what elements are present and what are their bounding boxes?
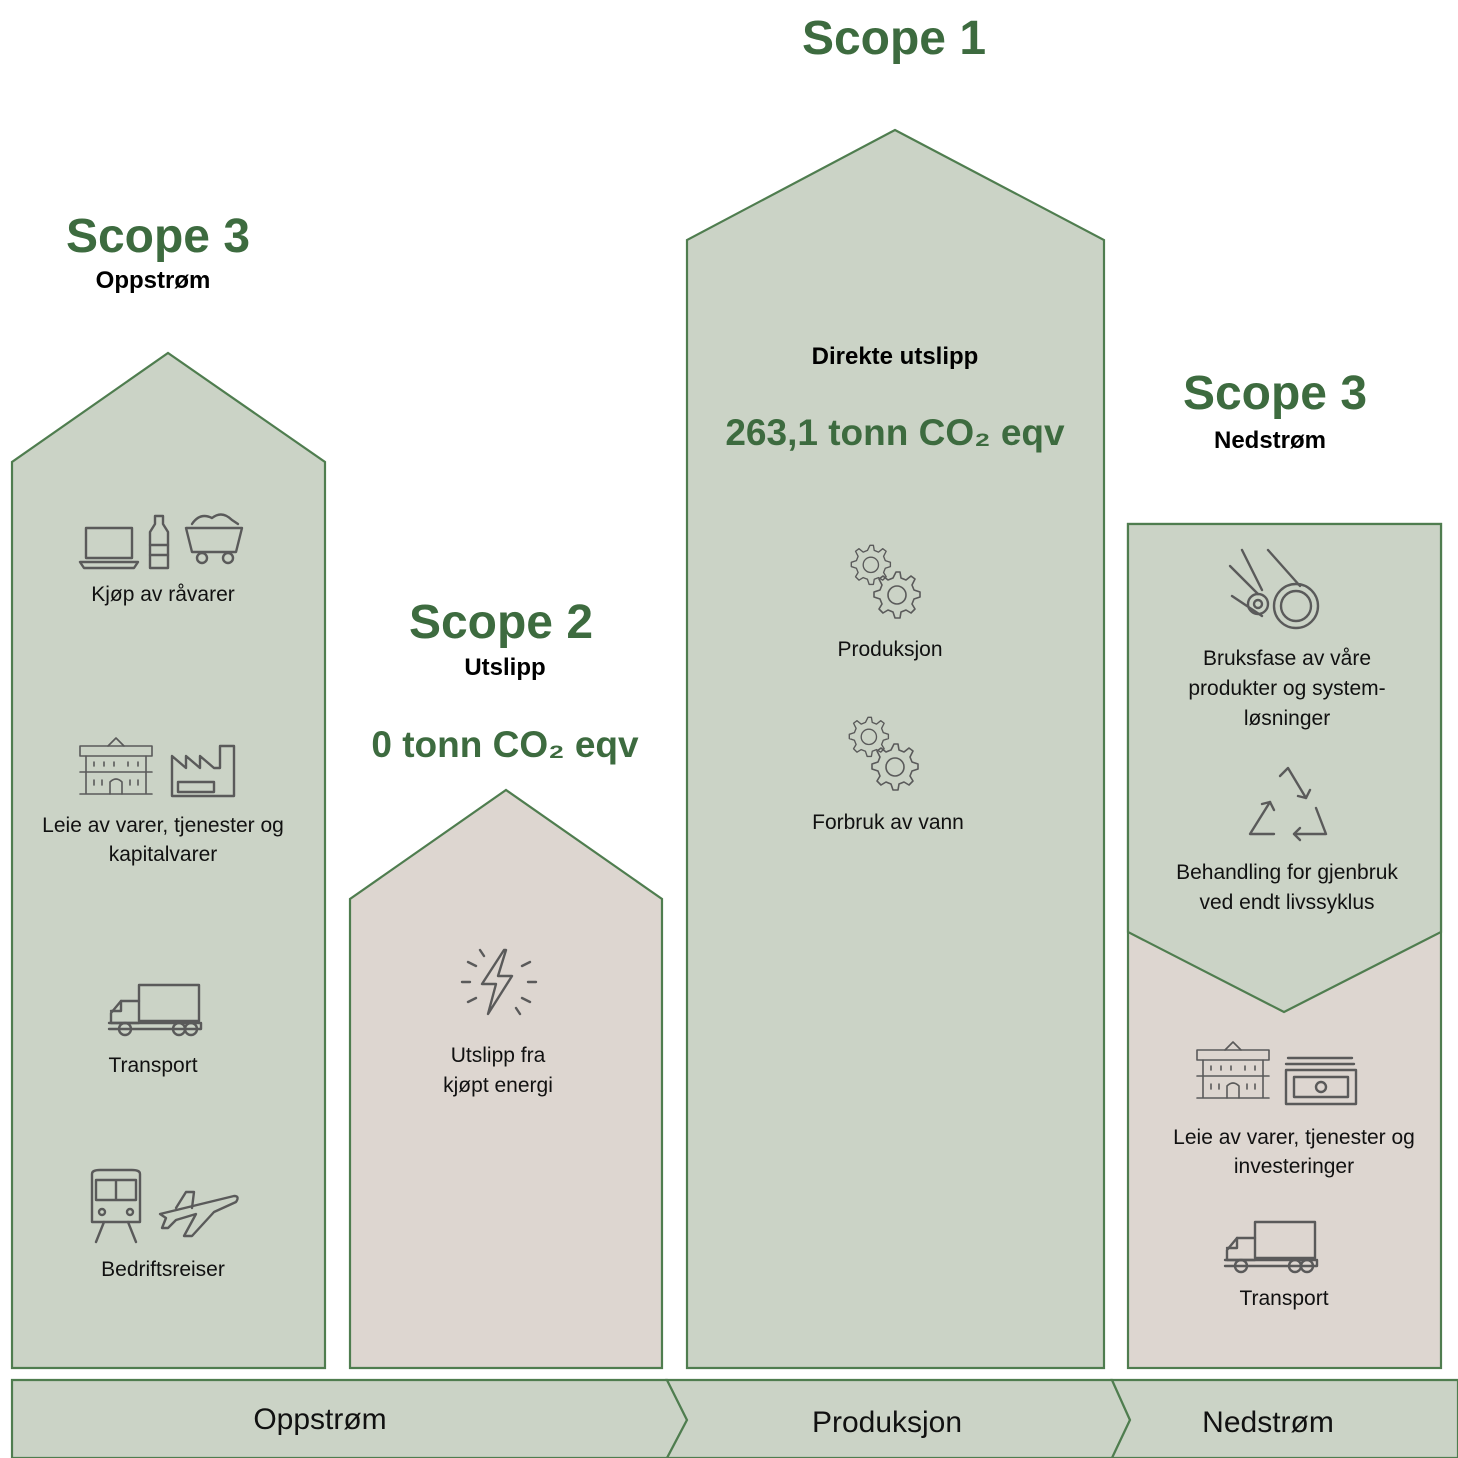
- scope1-heading: Direkte utslipp: [812, 343, 979, 370]
- scope3-downstream-use-phase-shape: [1126, 522, 1443, 1014]
- upstream-item-label: Kjøp av råvarer: [91, 583, 235, 606]
- band-label-production: Produksjon: [812, 1406, 962, 1439]
- scope3-downstream-subtitle: Nedstrøm: [1214, 427, 1326, 454]
- downstream-item-label: Leie av varer, tjenester og: [1173, 1126, 1415, 1149]
- airplane-icon: [158, 1190, 239, 1238]
- laptop-icon: [78, 526, 140, 570]
- scope2-title: Scope 2: [409, 596, 593, 649]
- downstream-item-label: ved endt livssyklus: [1199, 891, 1374, 914]
- upstream-item-label: kapitalvarer: [109, 843, 218, 866]
- scope1-title: Scope 1: [802, 12, 986, 65]
- scope3-downstream-title: Scope 3: [1183, 367, 1367, 420]
- band-label-downstream: Nedstrøm: [1202, 1406, 1334, 1439]
- scope2-column: Scope 2 Utslipp 0 tonn CO₂ eqv Utslipp f…: [348, 596, 664, 1370]
- lightning-icon: [460, 948, 538, 1016]
- scope1-item-label: Forbruk av vann: [812, 811, 964, 834]
- scope3-upstream-subtitle: Oppstrøm: [96, 267, 211, 294]
- scope3-upstream-column: Scope 3 Oppstrøm Kjøp av råvarer Leie av…: [10, 210, 327, 1370]
- scope3-downstream-column: Scope 3 Nedstrøm Bruksfase av våre produ…: [1126, 367, 1443, 1370]
- downstream-item-label: Behandling for gjenbruk: [1176, 861, 1398, 884]
- downstream-item-label: løsninger: [1244, 707, 1330, 730]
- scope1-value: 263,1 tonn CO₂ eqv: [725, 412, 1065, 453]
- upstream-item-label: Bedriftsreiser: [101, 1258, 225, 1281]
- scope2-item-label: kjøpt energi: [443, 1074, 553, 1097]
- recycle-icon: [1248, 766, 1328, 842]
- scope1-shape: [685, 128, 1106, 1370]
- downstream-item-label: Bruksfase av våre: [1203, 647, 1371, 670]
- band-segment-downstream: [1110, 1378, 1458, 1458]
- mine-cart-icon: [184, 513, 244, 565]
- factory-icon: [170, 744, 236, 798]
- scope3-upstream-shape: [10, 351, 327, 1370]
- train-icon: [90, 1168, 142, 1244]
- money-icon: [1284, 1056, 1358, 1106]
- scope1-item-label: Produksjon: [837, 638, 942, 661]
- band-label-upstream: Oppstrøm: [253, 1403, 386, 1436]
- pipes-icon: [1228, 548, 1320, 630]
- scope2-value: 0 tonn CO₂ eqv: [371, 724, 639, 765]
- scope2-item-label: Utslipp fra: [451, 1044, 546, 1067]
- bottle-icon: [148, 514, 170, 570]
- downstream-item-label: investeringer: [1234, 1155, 1354, 1178]
- upstream-item-label: Transport: [108, 1054, 197, 1077]
- scope2-subtitle: Utslipp: [464, 654, 545, 681]
- scope2-shape: [348, 788, 664, 1370]
- upstream-item-label: Leie av varer, tjenester og: [42, 814, 284, 837]
- downstream-item-label: produkter og system-: [1188, 677, 1385, 700]
- downstream-item-label: Transport: [1239, 1287, 1328, 1310]
- flow-band: Oppstrøm Produksjon Nedstrøm: [10, 1378, 1458, 1458]
- scope3-upstream-title: Scope 3: [66, 210, 250, 263]
- scope1-column: Scope 1 Direkte utslipp 263,1 tonn CO₂ e…: [685, 12, 1106, 1370]
